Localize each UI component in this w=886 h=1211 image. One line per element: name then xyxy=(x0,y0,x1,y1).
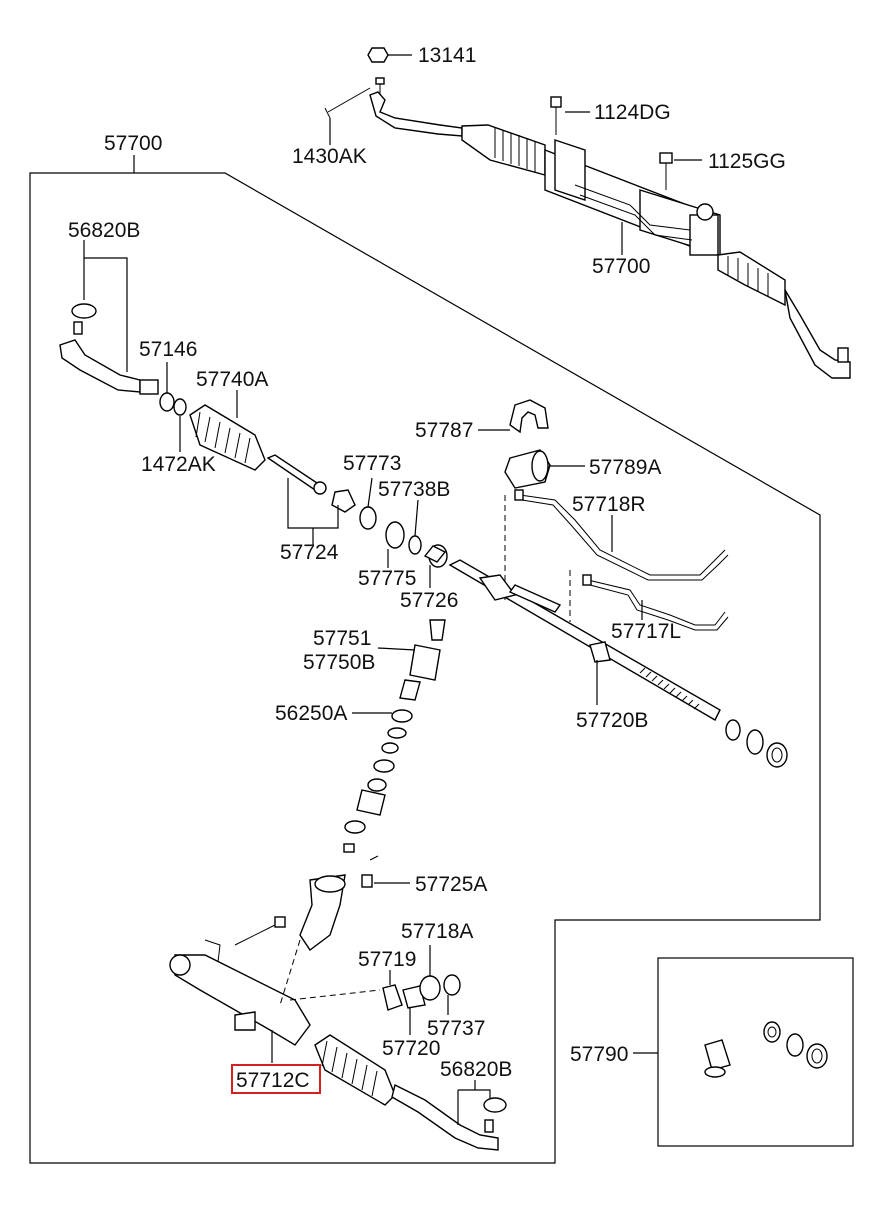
label-57700-frame: 57700 xyxy=(104,132,162,155)
label-1124dg: 1124DG xyxy=(594,101,671,124)
label-57718r: 57718R xyxy=(572,493,646,516)
label-56250a: 56250A xyxy=(275,702,347,725)
bracket-57787 xyxy=(509,399,549,434)
split-pin-1430ak xyxy=(324,87,371,119)
valve-housing-57725a xyxy=(299,874,373,952)
ring-57773 xyxy=(359,506,377,530)
label-57712c[interactable]: 57712C xyxy=(236,1069,310,1092)
label-56820b-bottom: 56820B xyxy=(440,1058,512,1081)
bushing-57789a xyxy=(504,449,551,489)
label-56820b-top: 56820B xyxy=(68,219,140,242)
kit-box-57790 xyxy=(657,957,854,1147)
bolt-1124dg xyxy=(550,96,562,135)
ring-57738b xyxy=(408,535,422,555)
tie-rod-end-56820b-bottom xyxy=(391,1083,507,1151)
ring-57737 xyxy=(443,974,461,996)
gear-housing-57712c xyxy=(169,916,311,1046)
spring-57720 xyxy=(402,985,426,1009)
nut-13141 xyxy=(367,47,389,63)
bolt-1125gg xyxy=(659,152,673,190)
plug-57719 xyxy=(382,984,403,1011)
tie-rod-end-56820b-top xyxy=(59,303,159,395)
top-rack-assembly xyxy=(369,77,851,379)
label-1125gg: 1125GG xyxy=(708,150,786,173)
label-57724: 57724 xyxy=(280,541,339,564)
kit-contents-57790 xyxy=(704,1021,828,1078)
label-57146: 57146 xyxy=(139,338,197,361)
inner-tie-rod-57724 xyxy=(266,454,356,513)
label-57773: 57773 xyxy=(343,452,401,475)
label-57718a: 57718A xyxy=(401,920,473,943)
seal-57718a xyxy=(419,975,441,1001)
label-57720b: 57720B xyxy=(576,709,648,732)
label-57775: 57775 xyxy=(358,567,416,590)
label-57738b: 57738B xyxy=(378,478,450,501)
rack-bar-57720b xyxy=(448,559,721,721)
label-57789a: 57789A xyxy=(589,456,661,479)
rack-end-rings xyxy=(725,719,788,768)
label-13141: 13141 xyxy=(418,44,476,67)
assembly-frame xyxy=(29,172,821,1164)
nut-57146 xyxy=(159,392,187,416)
label-57787: 57787 xyxy=(415,419,473,442)
label-57751: 57751 xyxy=(313,627,371,650)
bushing-57726 xyxy=(423,544,448,568)
label-57725a: 57725A xyxy=(415,873,487,896)
pinion-valve-57750b xyxy=(399,619,446,701)
label-57719: 57719 xyxy=(358,948,416,971)
bellows-57740a xyxy=(189,404,266,471)
label-57726: 57726 xyxy=(400,589,458,612)
label-57790: 57790 xyxy=(570,1043,628,1066)
label-1472ak: 1472AK xyxy=(141,453,216,476)
highlight-box-57712c xyxy=(231,1064,321,1094)
label-57740a: 57740A xyxy=(196,368,268,391)
pipe-57718r xyxy=(514,489,729,581)
label-57717l: 57717L xyxy=(611,620,681,643)
pipe-57717l xyxy=(582,574,729,631)
label-57737: 57737 xyxy=(427,1017,485,1040)
label-1430ak: 1430AK xyxy=(292,145,367,168)
seal-stack-56250a xyxy=(343,709,413,861)
label-57700-top: 57700 xyxy=(592,255,650,278)
ring-57775 xyxy=(385,521,405,549)
label-57720: 57720 xyxy=(382,1037,440,1060)
label-57750b: 57750B xyxy=(303,651,375,674)
